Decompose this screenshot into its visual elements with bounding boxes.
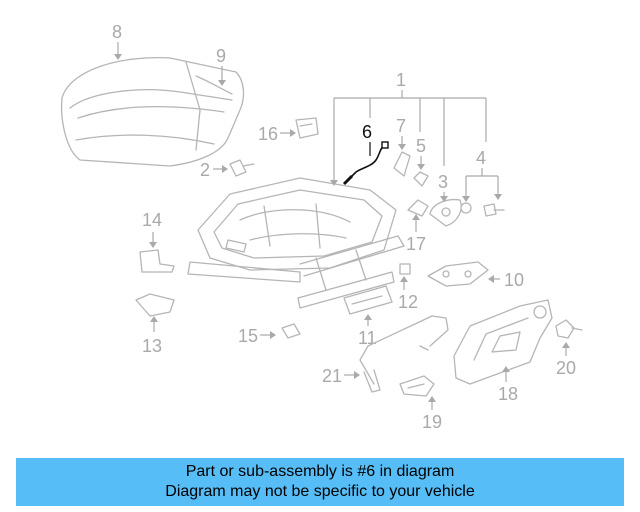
callout-17: 17 <box>406 214 426 254</box>
callout-label-18: 18 <box>498 384 518 404</box>
callout-12: 12 <box>398 276 418 312</box>
part-20-drawing <box>555 319 583 339</box>
part-13-drawing <box>135 293 175 317</box>
part-21-drawing <box>359 315 449 393</box>
callout-label-7: 7 <box>396 116 406 136</box>
seat-cushion-drawing <box>60 56 245 167</box>
banner-line-1: Part or sub-assembly is #6 in diagram <box>185 463 455 480</box>
seat-frame-drawing <box>187 177 405 309</box>
callout-13: 13 <box>142 316 162 356</box>
callout-15: 15 <box>238 326 276 346</box>
callout-label-2: 2 <box>200 160 210 180</box>
part-10-drawing <box>427 261 489 287</box>
callout-9: 9 <box>216 46 226 86</box>
callout-16: 16 <box>258 124 296 144</box>
callout-label-6: 6 <box>362 122 372 142</box>
bolt-2-drawing <box>229 159 255 177</box>
callout-label-8: 8 <box>112 22 122 42</box>
callout-7: 7 <box>396 116 406 150</box>
callout-14: 14 <box>142 210 162 248</box>
callout-label-9: 9 <box>216 46 226 66</box>
callout-20: 20 <box>556 342 576 378</box>
bracket-16-drawing <box>295 117 319 139</box>
part-18-drawing <box>453 299 553 385</box>
callout-label-19: 19 <box>422 412 442 432</box>
callout-21: 21 <box>322 366 360 386</box>
callout-label-17: 17 <box>406 234 426 254</box>
part-11-drawing <box>343 285 393 315</box>
callout-8: 8 <box>112 22 122 60</box>
callout-11: 11 <box>358 314 377 348</box>
part-14-drawing <box>139 249 175 273</box>
callout-label-4: 4 <box>476 148 486 168</box>
callout-label-5: 5 <box>416 136 426 156</box>
callout-18: 18 <box>498 366 518 404</box>
callout-4: 4 <box>462 148 502 202</box>
callout-6: 6 <box>362 122 372 156</box>
part-7-drawing <box>393 151 411 177</box>
part-4-drawing <box>460 202 505 217</box>
callout-label-11: 11 <box>358 328 377 348</box>
part-3-drawing <box>429 198 462 227</box>
callout-19: 19 <box>422 396 442 432</box>
part-17-drawing <box>407 199 429 217</box>
callout-3: 3 <box>438 172 448 202</box>
callout-5: 5 <box>416 136 426 170</box>
callout-10: 10 <box>488 270 524 290</box>
callout-label-13: 13 <box>142 336 162 356</box>
callout-label-20: 20 <box>556 358 576 378</box>
callout-label-10: 10 <box>504 270 524 290</box>
part-5-drawing <box>413 171 429 187</box>
callout-label-12: 12 <box>398 292 418 312</box>
callout-1: 1 <box>330 70 487 186</box>
info-banner: Part or sub-assembly is #6 in diagram Di… <box>16 458 624 506</box>
part-15-drawing <box>281 323 301 339</box>
part-19-drawing <box>399 375 435 397</box>
cable-6-drawing <box>342 141 389 186</box>
callout-label-15: 15 <box>238 326 258 346</box>
callout-2: 2 <box>200 160 228 180</box>
part-12-drawing <box>399 263 411 275</box>
callout-label-1: 1 <box>396 70 406 90</box>
callout-label-3: 3 <box>438 172 448 192</box>
callout-label-16: 16 <box>258 124 278 144</box>
callout-label-21: 21 <box>322 366 342 386</box>
callout-label-14: 14 <box>142 210 162 230</box>
banner-line-2: Diagram may not be specific to your vehi… <box>165 483 475 500</box>
